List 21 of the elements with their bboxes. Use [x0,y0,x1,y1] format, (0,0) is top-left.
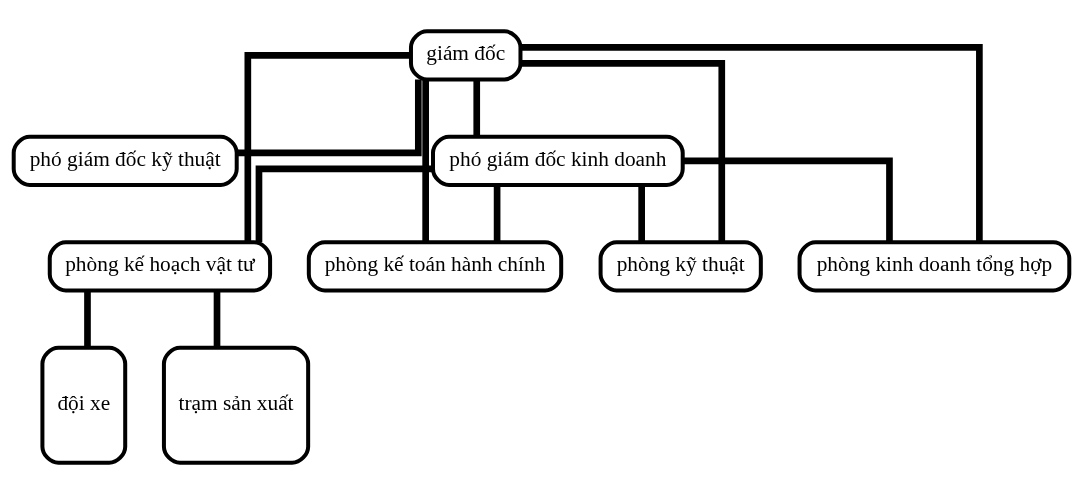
connector [84,290,91,348]
connector [638,185,645,243]
node-box: đội xe [40,345,128,465]
connector [493,185,501,243]
connector [244,52,411,243]
connector [236,79,422,157]
connector [682,157,893,242]
node-box: giám đốc [408,29,523,82]
connector [473,79,481,137]
node-box: phòng kế hoạch vật tư [47,240,273,293]
node-box: phó giám đốc kỹ thuật [11,134,239,187]
connector [255,165,433,243]
node-box: phó giám đốc kinh doanh [431,134,685,187]
node-box: phòng kế toán hành chính [306,240,564,293]
connector [213,290,221,348]
node-box: phòng kỹ thuật [598,240,763,293]
connector [422,79,429,242]
node-box: phòng kinh doanh tổng hợp [797,240,1072,293]
node-box: trạm sản xuất [161,345,311,465]
connector [520,44,983,243]
connector [520,60,726,243]
